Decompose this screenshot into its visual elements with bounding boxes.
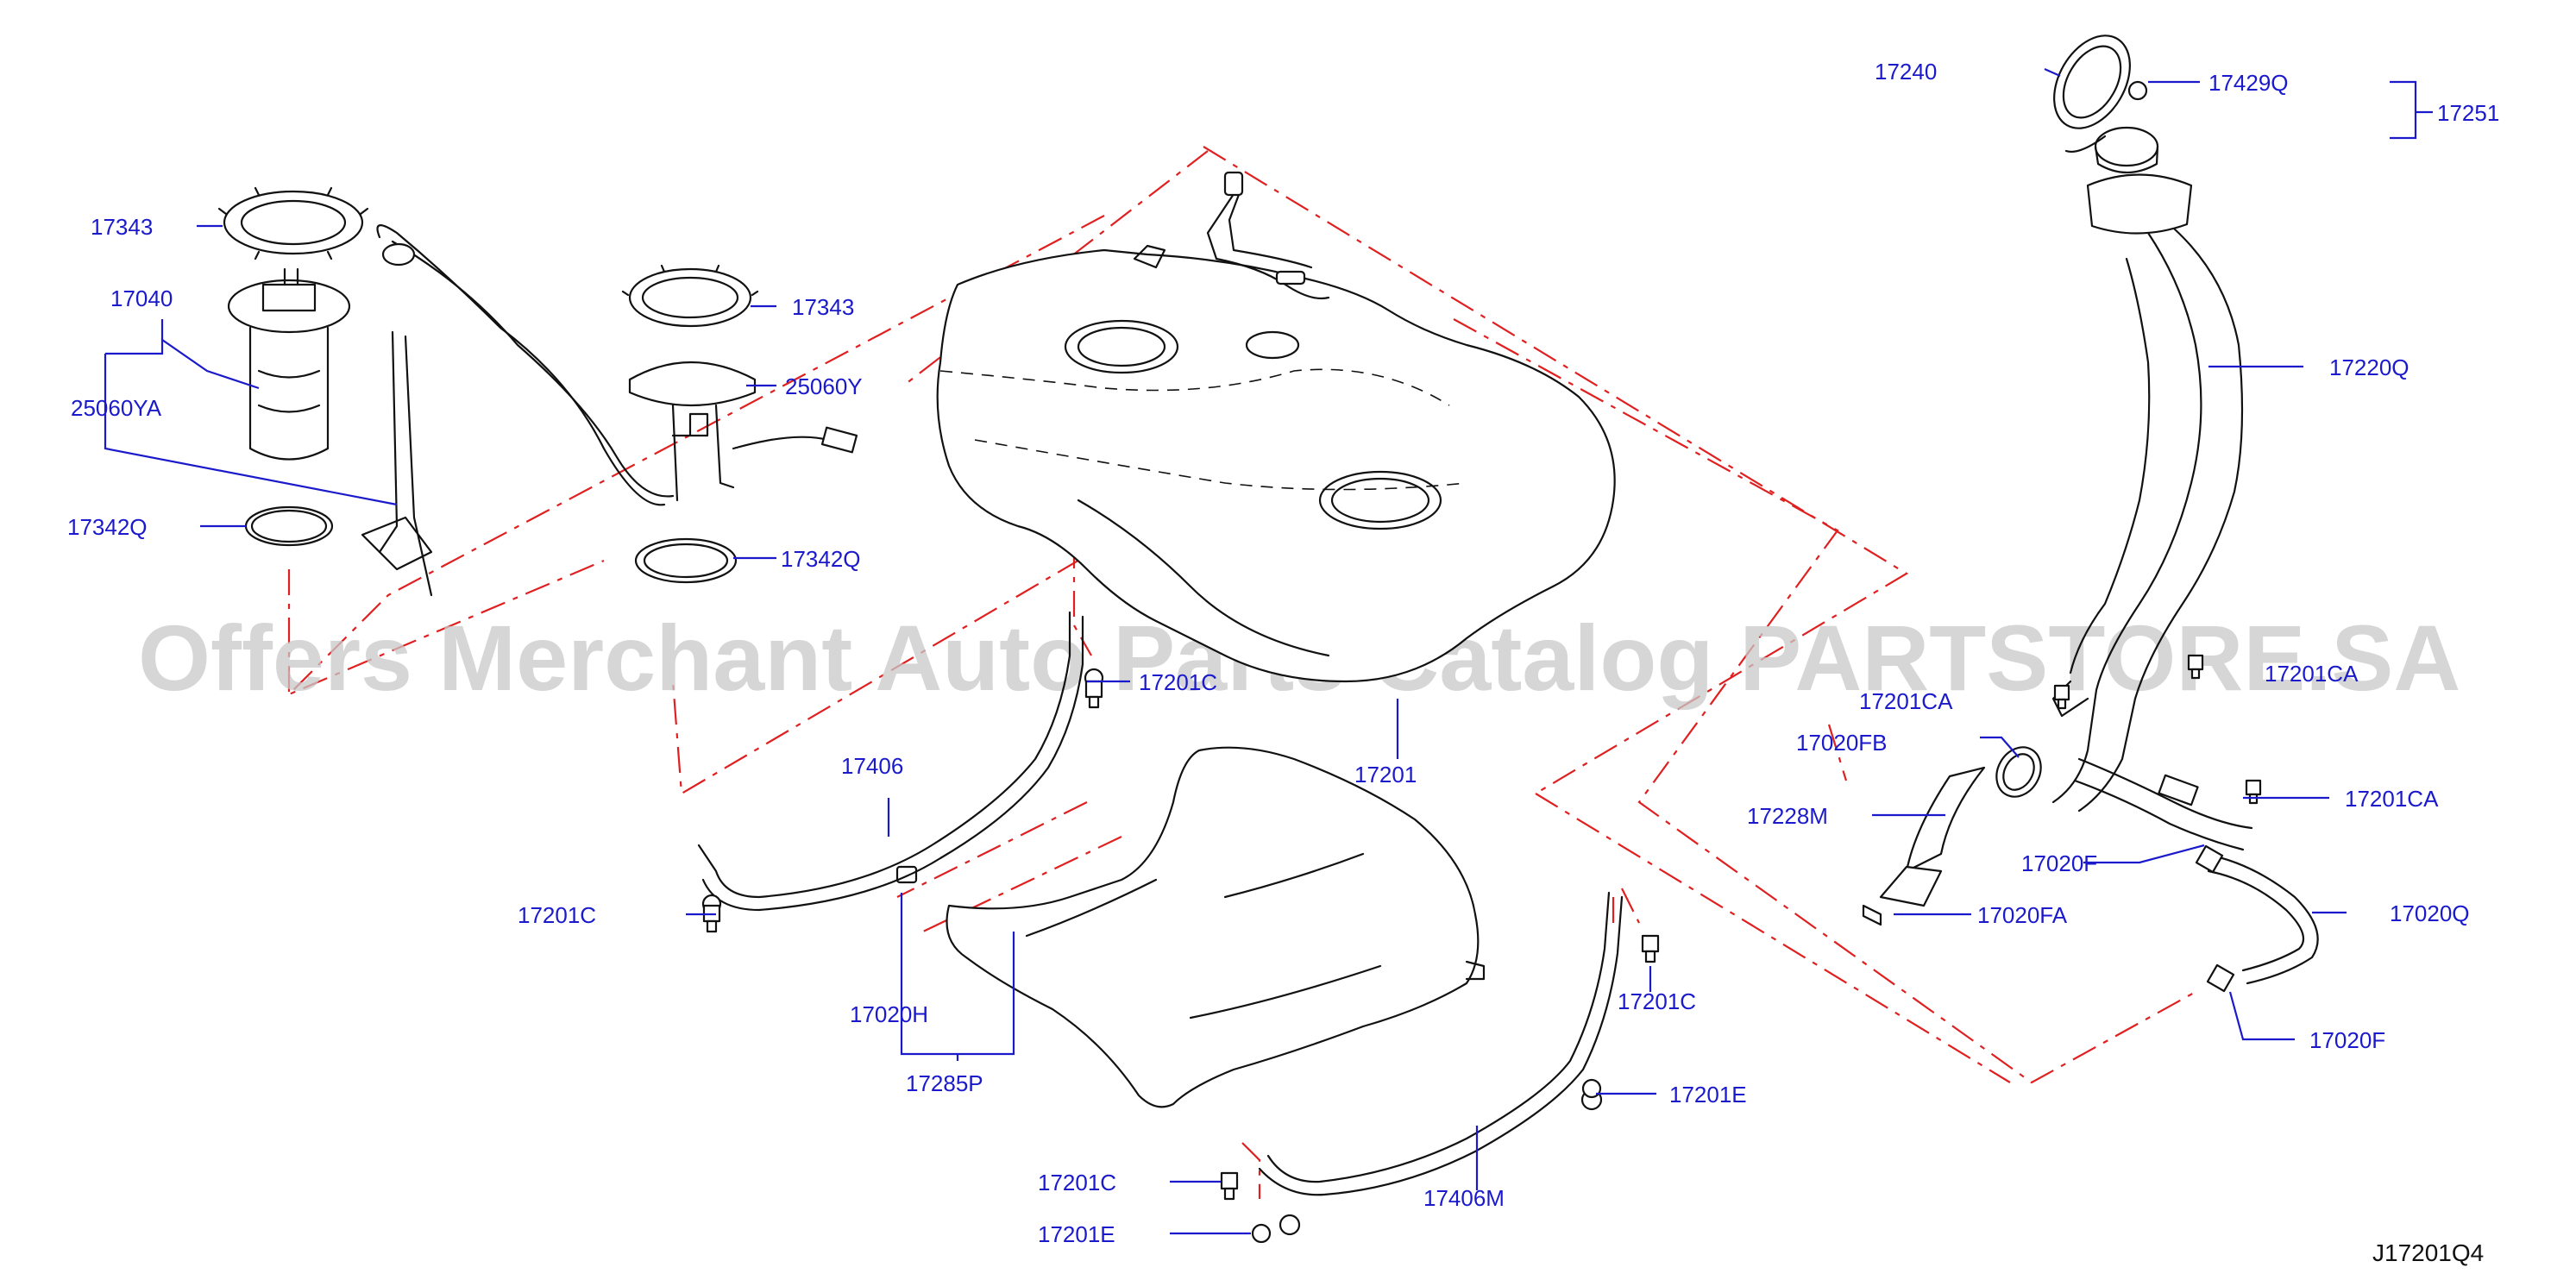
label-17228M: 17228M	[1747, 803, 1828, 829]
label-17406: 17406	[841, 753, 903, 779]
label-17201C-c: 17201C	[1038, 1170, 1116, 1195]
filler-tube-17220Q	[2051, 35, 2253, 851]
heat-shield-17285P	[895, 746, 1486, 1108]
label-17342Q-a: 17342Q	[67, 514, 148, 540]
fuel-level-sender-25060Y	[621, 264, 858, 584]
label-17343-b: 17343	[792, 294, 854, 320]
label-17020Q: 17020Q	[2390, 900, 2470, 926]
label-17020F-a: 17020F	[2021, 850, 2097, 876]
diagram-code: J17201Q4	[2372, 1239, 2484, 1266]
label-17201E-a: 17201E	[1669, 1082, 1747, 1107]
fuel-pump-module-17040	[217, 186, 675, 597]
label-17201: 17201	[1354, 762, 1417, 787]
vent-hose-17020Q	[2195, 844, 2319, 993]
label-17220Q: 17220Q	[2329, 355, 2410, 380]
label-25060YA: 25060YA	[71, 395, 162, 421]
label-17406M: 17406M	[1423, 1185, 1505, 1211]
label-17285P: 17285P	[906, 1070, 983, 1096]
label-17240: 17240	[1875, 59, 1937, 85]
bolt-fasteners	[702, 654, 2262, 1244]
part-labels: 17343 17040 25060YA 17342Q 17343 25060Y …	[67, 59, 2499, 1247]
label-17342Q-b: 17342Q	[781, 546, 861, 572]
label-17020FB: 17020FB	[1796, 730, 1888, 756]
label-17201C-b: 17201C	[1618, 988, 1696, 1014]
fuel-tank-17201	[936, 171, 1616, 683]
label-17201C-a: 17201C	[518, 902, 596, 928]
label-17343-a: 17343	[91, 214, 153, 240]
label-17201E-b: 17201E	[1038, 1221, 1115, 1247]
label-17251: 17251	[2437, 100, 2499, 126]
filler-hose-17228M	[1862, 746, 2042, 926]
label-17040: 17040	[110, 285, 173, 311]
label-17020H: 17020H	[850, 1001, 928, 1027]
label-17429Q: 17429Q	[2208, 70, 2289, 96]
label-17020F-b: 17020F	[2309, 1027, 2385, 1053]
label-17201CA-a: 17201CA	[1859, 688, 1953, 714]
label-17201CA-b: 17201CA	[2265, 661, 2359, 687]
label-25060Y: 25060Y	[785, 373, 863, 399]
label-17201C-top: 17201C	[1139, 669, 1217, 695]
leader-lines	[104, 67, 2433, 1235]
label-17201CA-c: 17201CA	[2345, 786, 2439, 812]
label-17020FA: 17020FA	[1977, 902, 2068, 928]
